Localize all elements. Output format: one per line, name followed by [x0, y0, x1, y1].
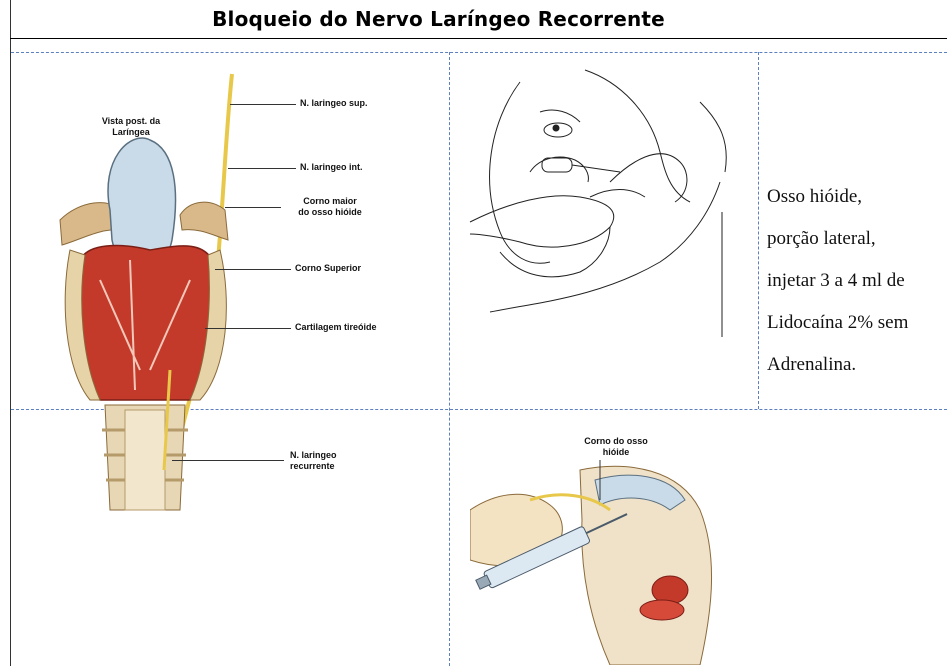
grid-line-center: [449, 52, 450, 666]
label-n-laringeo-int: N. laringeo int.: [300, 162, 363, 173]
palpation-sketch: [460, 62, 750, 342]
instruction-line: Adrenalina.: [767, 344, 947, 386]
label-n-recorrente: N. laringeo recurrente: [290, 450, 337, 472]
grid-line-top: [11, 52, 947, 53]
label-corno-superior: Corno Superior: [295, 263, 361, 274]
leader-sup: [230, 104, 296, 105]
injection-illustration: [470, 450, 740, 665]
view-label: Vista post. da Laríngea: [96, 116, 166, 138]
instruction-line: Osso hióide,: [767, 176, 947, 218]
label-n-laringeo-sup: N. laringeo sup.: [300, 98, 368, 109]
title-bar: Bloqueio do Nervo Laríngeo Recorrente: [10, 0, 947, 39]
label-corno-do-osso: Corno do osso hióide: [576, 436, 656, 458]
leader-corno-maior: [225, 207, 281, 208]
leader-corno-superior: [215, 269, 291, 270]
instructions-text: Osso hióide, porção lateral, injetar 3 a…: [767, 176, 947, 386]
instruction-line: Lidocaína 2% sem: [767, 302, 947, 344]
leader-int: [228, 168, 296, 169]
label-corno-maior: Corno maior do osso hióide: [285, 196, 375, 218]
label-cartilagem: Cartilagem tireóide: [295, 322, 377, 333]
larynx-illustration: [40, 70, 240, 530]
page-title: Bloqueio do Nervo Laríngeo Recorrente: [212, 7, 665, 31]
grid-line-right: [758, 52, 759, 409]
leader-recorrente: [172, 460, 284, 461]
instruction-line: injetar 3 a 4 ml de: [767, 260, 947, 302]
leader-cartilagem: [205, 328, 291, 329]
instruction-line: porção lateral,: [767, 218, 947, 260]
